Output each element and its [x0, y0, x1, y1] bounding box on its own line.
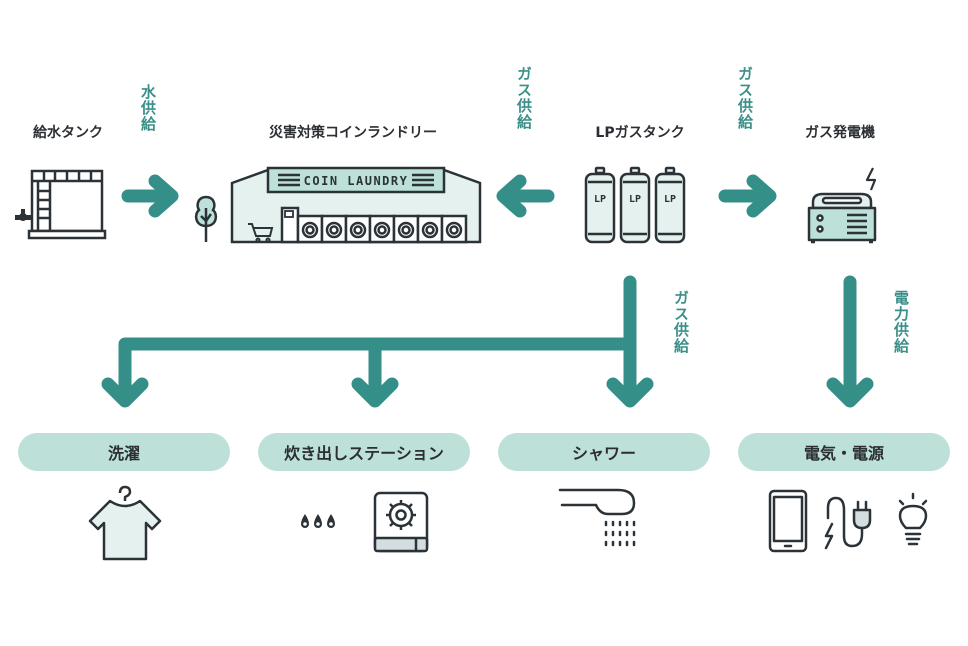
coin-laundry-building-icon: COIN LAUNDRY	[230, 166, 482, 244]
water-tank-icon	[15, 169, 107, 240]
light-bulb-icon	[898, 492, 928, 546]
cylinder-label: LP	[664, 194, 676, 205]
lp-tank-title: LPガスタンク	[595, 125, 685, 141]
gas-supply-label-generator: ガス供給	[736, 66, 754, 130]
phone-plug-bulb-icon	[768, 489, 928, 553]
tree-icon	[194, 195, 218, 242]
arrow-power-supply	[826, 275, 874, 408]
laundry-title: 災害対策コインランドリー	[269, 125, 437, 141]
gas-supply-label-down: ガス供給	[672, 290, 690, 354]
coin-laundry-sign: COIN LAUNDRY	[304, 174, 409, 188]
arrow-gas-distribution	[101, 275, 654, 408]
flames-icon	[301, 514, 335, 528]
arrow-gas-to-generator	[718, 174, 777, 218]
generator-icon	[807, 167, 877, 244]
water-supply-label: 水供給	[139, 84, 157, 132]
power-plug-icon	[824, 496, 872, 550]
shower-icon	[558, 488, 636, 547]
power-supply-label-down: 電力供給	[892, 290, 910, 354]
smartphone-icon	[768, 489, 808, 553]
water-tank-title: 給水タンク	[33, 125, 103, 141]
output-pill-shower: シャワー	[498, 433, 710, 471]
output-pill-cooking-station: 炊き出しステーション	[258, 433, 470, 471]
cylinder-label: LP	[594, 194, 606, 205]
output-pill-electricity: 電気・電源	[738, 433, 950, 471]
output-pill-laundry: 洗濯	[18, 433, 230, 471]
cylinder-label: LP	[629, 194, 641, 205]
gas-cylinders-icon: LP LP LP	[584, 166, 686, 244]
gas-stove-icon	[373, 491, 429, 553]
gas-supply-label-laundry: ガス供給	[515, 66, 533, 130]
shirt-on-hanger-icon	[88, 485, 162, 561]
arrow-gas-to-laundry	[496, 174, 555, 218]
generator-title: ガス発電機	[805, 125, 875, 141]
arrow-water-to-laundry	[121, 174, 179, 218]
